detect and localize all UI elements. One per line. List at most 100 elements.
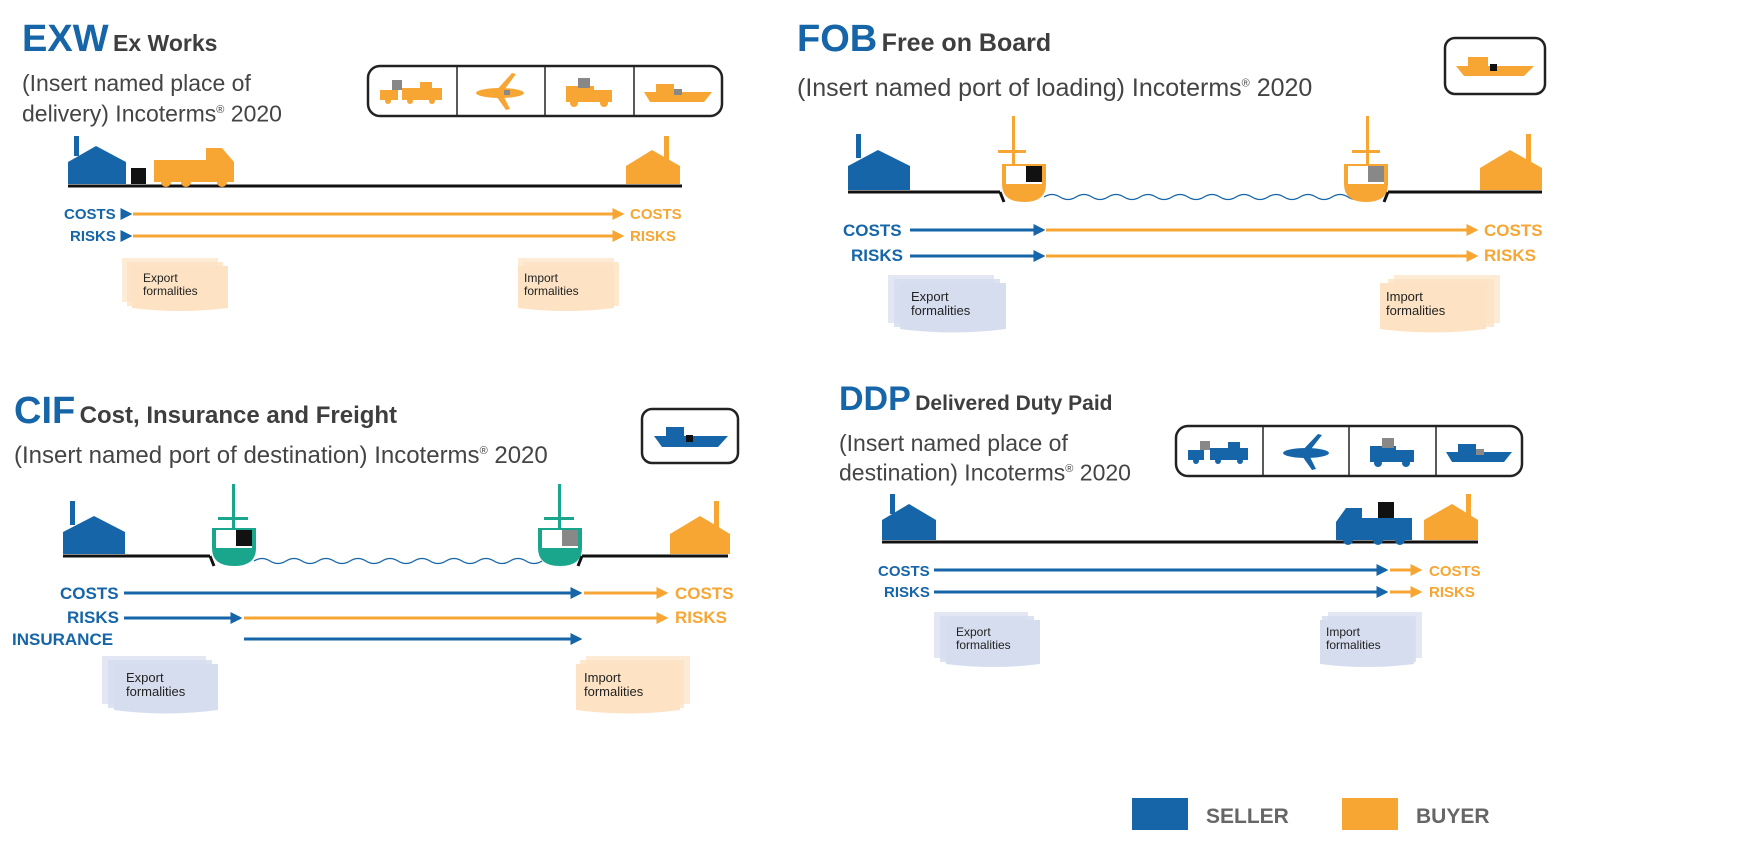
ship-icon — [644, 84, 712, 102]
cif-costs-right-label: COSTS — [675, 584, 734, 603]
ddp-code: DDP — [839, 380, 911, 418]
fob-sea-wave — [1043, 193, 1365, 201]
fob-origin-ship-icon — [998, 116, 1046, 202]
svg-text:formalities: formalities — [1386, 303, 1446, 318]
fob-diagram: COSTS COSTS RISKS RISKS Export formaliti… — [843, 36, 1547, 333]
svg-text:formalities: formalities — [143, 284, 198, 298]
cif-diagram: COSTS COSTS RISKS RISKS INSURANCE Export… — [12, 407, 740, 714]
ddp-subtitle: (Insert named place of destination) Inco… — [839, 430, 1131, 486]
fob-title: FOB Free on Board — [797, 18, 1051, 61]
ship-icon — [1456, 57, 1534, 76]
ddp-export-doc: Export formalities — [934, 612, 1040, 667]
svg-text:Import: Import — [584, 670, 621, 685]
ddp-transport-box — [1174, 424, 1524, 478]
fob-costs-right-label: COSTS — [1484, 221, 1543, 240]
fob-costs-left-label: COSTS — [843, 221, 902, 240]
svg-text:formalities: formalities — [584, 684, 644, 699]
svg-text:Export: Export — [956, 625, 991, 639]
svg-text:Export: Export — [911, 289, 949, 304]
ddp-risks-left-label: RISKS — [884, 584, 930, 601]
ddp-costs-left-label: COSTS — [878, 563, 930, 580]
train-icon — [380, 80, 442, 104]
exw-costs-left-label: COSTS — [64, 206, 116, 223]
fob-code: FOB — [797, 18, 878, 60]
ddp-risks-right-label: RISKS — [1429, 584, 1475, 601]
cif-import-doc: Import formalities — [576, 656, 690, 714]
exw-risks-left-label: RISKS — [70, 228, 116, 245]
cif-risks-left-label: RISKS — [67, 608, 119, 627]
legend-buyer-label: BUYER — [1416, 805, 1490, 828]
seller-factory-icon — [882, 494, 936, 540]
svg-text:Import: Import — [1386, 289, 1423, 304]
truck-icon — [154, 148, 234, 187]
svg-text:formalities: formalities — [1326, 638, 1381, 652]
svg-text:Export: Export — [126, 670, 164, 685]
svg-text:formalities: formalities — [956, 638, 1011, 652]
fob-risks-right-label: RISKS — [1484, 246, 1536, 265]
seller-factory-icon — [63, 501, 125, 554]
exw-name: Ex Works — [113, 30, 218, 56]
plane-icon — [1283, 434, 1329, 470]
cif-insurance-label: INSURANCE — [12, 630, 113, 649]
ddp-name: Delivered Duty Paid — [915, 392, 1113, 415]
cif-title: CIF Cost, Insurance and Freight — [14, 390, 397, 433]
ddp-costs-right-label: COSTS — [1429, 563, 1481, 580]
seller-factory-icon — [848, 134, 910, 190]
exw-diagram: COSTS COSTS RISKS RISKS Export formaliti… — [64, 64, 724, 311]
exw-subtitle: (Insert named place of delivery) Incoter… — [22, 70, 282, 127]
fob-panel: FOB Free on Board (Insert named port of … — [790, 0, 1758, 360]
fob-risks-left-label: RISKS — [851, 246, 903, 265]
exw-import-doc: Import formalities — [518, 258, 619, 311]
fob-transport-box — [1443, 36, 1547, 96]
legend-seller-label: SELLER — [1206, 805, 1289, 828]
cif-risks-right-label: RISKS — [675, 608, 727, 627]
fob-subtitle: (Insert named port of loading) Incoterms… — [797, 74, 1313, 102]
cif-destination-ship-icon — [538, 484, 582, 566]
fob-name: Free on Board — [881, 29, 1052, 57]
truck-icon — [1336, 502, 1412, 545]
ship-icon — [1446, 444, 1512, 462]
exw-costs-right-label: COSTS — [630, 206, 682, 223]
ddp-import-doc: Import formalities — [1320, 612, 1422, 667]
svg-text:formalities: formalities — [911, 303, 971, 318]
exw-panel: EXW Ex Works (Insert named place of deli… — [0, 0, 790, 360]
cif-name: Cost, Insurance and Freight — [79, 402, 398, 429]
cif-subtitle: (Insert named port of destination) Incot… — [14, 442, 548, 469]
cif-sea-wave — [253, 557, 543, 565]
exw-code: EXW — [22, 18, 109, 60]
fob-destination-ship-icon — [1344, 116, 1388, 202]
legend-seller-swatch — [1132, 798, 1188, 830]
cif-origin-ship-icon — [212, 484, 256, 566]
ddp-panel: DDP Delivered Duty Paid (Insert named pl… — [820, 380, 1758, 841]
cif-transport-box — [640, 407, 740, 465]
exw-risks-right-label: RISKS — [630, 228, 676, 245]
svg-text:formalities: formalities — [524, 284, 579, 298]
cif-code: CIF — [14, 390, 76, 432]
buyer-factory-icon — [1480, 134, 1542, 190]
cif-costs-left-label: COSTS — [60, 584, 119, 603]
goods-box-icon — [131, 168, 146, 184]
ship-icon — [654, 427, 728, 447]
exw-transport-box — [366, 64, 724, 118]
svg-text:Import: Import — [1326, 625, 1361, 639]
cif-panel: CIF Cost, Insurance and Freight (Insert … — [0, 380, 790, 841]
truck-icon — [566, 78, 612, 107]
svg-text:Import: Import — [524, 271, 559, 285]
svg-text:Export: Export — [143, 271, 178, 285]
exw-title: EXW Ex Works — [22, 18, 217, 61]
cif-export-doc: Export formalities — [102, 656, 218, 714]
buyer-factory-icon — [1424, 494, 1478, 540]
svg-text:formalities: formalities — [126, 684, 186, 699]
exw-export-doc: Export formalities — [122, 258, 228, 311]
legend: SELLER BUYER — [1132, 798, 1490, 830]
plane-icon — [476, 73, 524, 110]
buyer-factory-icon — [626, 136, 680, 184]
legend-buyer-swatch — [1342, 798, 1398, 830]
fob-export-doc: Export formalities — [888, 275, 1006, 333]
train-icon — [1188, 441, 1248, 464]
fob-import-doc: Import formalities — [1380, 275, 1500, 333]
seller-factory-icon — [68, 136, 126, 184]
truck-icon — [1370, 438, 1414, 467]
ddp-title: DDP Delivered Duty Paid — [839, 380, 1112, 419]
buyer-factory-icon — [670, 501, 730, 554]
